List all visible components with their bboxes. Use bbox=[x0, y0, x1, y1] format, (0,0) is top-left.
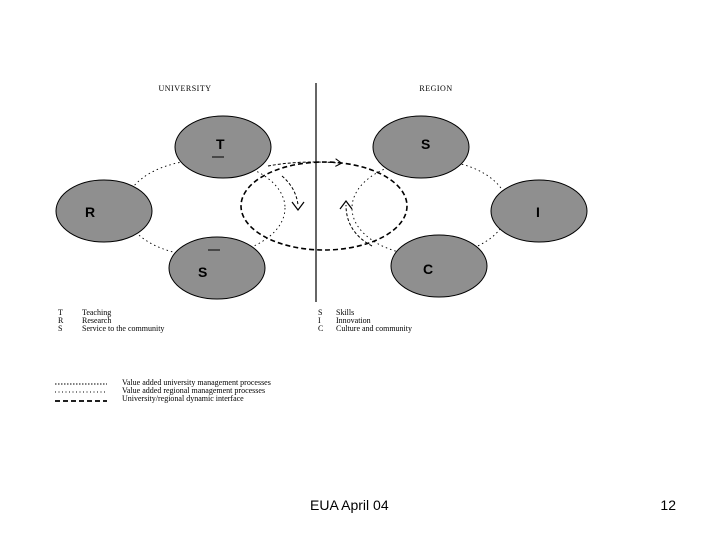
node-culture-label: C bbox=[423, 261, 433, 277]
node-service-label: S bbox=[198, 264, 207, 280]
node-research-label: R bbox=[85, 204, 95, 220]
legend-label-culture: Culture and community bbox=[336, 324, 412, 333]
legend-label-skills: Skills bbox=[336, 308, 354, 317]
legend-label-teaching: Teaching bbox=[82, 308, 111, 317]
node-innovation-label: I bbox=[536, 204, 540, 220]
key-label-university: Value added university management proces… bbox=[122, 378, 271, 387]
legend-region: S Skills I Innovation C Culture and comm… bbox=[318, 308, 412, 333]
legend-university: T Teaching R Research S Service to the c… bbox=[58, 308, 164, 333]
arrow-university-head bbox=[291, 201, 305, 211]
legend-label-innovation: Innovation bbox=[336, 316, 371, 325]
arrow-region-up bbox=[345, 204, 373, 247]
node-skills: S bbox=[372, 115, 470, 179]
node-culture: C bbox=[390, 234, 488, 298]
legend-label-service: Service to the community bbox=[82, 324, 164, 333]
arrow-university-down bbox=[281, 175, 299, 206]
legend-letter-culture: C bbox=[318, 324, 323, 333]
node-teaching-label: T bbox=[216, 136, 225, 152]
node-skills-label: S bbox=[421, 136, 430, 152]
arrow-to-region bbox=[267, 162, 340, 166]
arrow-region-head bbox=[339, 200, 353, 210]
line-style-key: Value added university management proces… bbox=[55, 378, 271, 403]
key-label-interface: University/regional dynamic interface bbox=[122, 394, 244, 403]
legend-letter-innovation: I bbox=[318, 316, 321, 325]
heading-region: REGION bbox=[419, 84, 452, 93]
legend-letter-teaching: T bbox=[58, 308, 63, 317]
node-service: S bbox=[168, 236, 266, 300]
footer-caption: EUA April 04 bbox=[310, 497, 389, 513]
node-research: R bbox=[55, 179, 153, 243]
page-number: 12 bbox=[660, 497, 676, 513]
node-innovation: I bbox=[490, 179, 588, 243]
legend-letter-service: S bbox=[58, 324, 62, 333]
key-label-region: Value added regional management processe… bbox=[122, 386, 265, 395]
legend-letter-research: R bbox=[58, 316, 64, 325]
heading-university: UNIVERSITY bbox=[159, 84, 212, 93]
legend-letter-skills: S bbox=[318, 308, 322, 317]
node-teaching: T bbox=[174, 115, 272, 179]
legend-label-research: Research bbox=[82, 316, 111, 325]
dynamic-interface-loop bbox=[240, 161, 408, 251]
